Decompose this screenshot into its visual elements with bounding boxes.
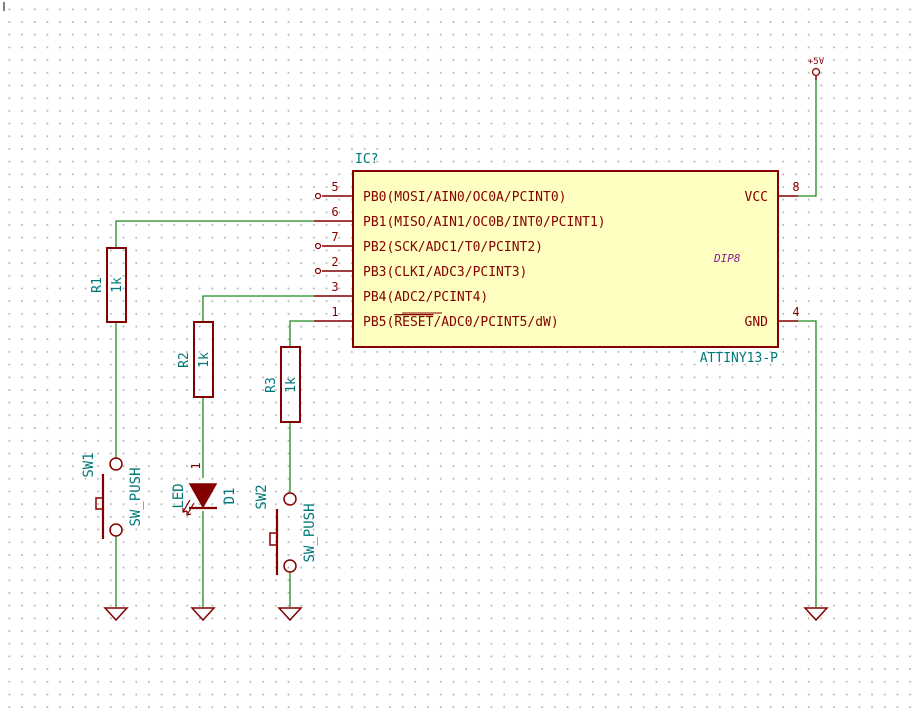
wire-gnd[interactable] xyxy=(798,320,817,607)
ic-pin-name-pb5-suffix: /ADC0/PCINT5/dW) xyxy=(433,315,558,330)
d1-light-ray-1 xyxy=(182,499,191,513)
led-d1[interactable]: 1 LED D1 xyxy=(171,462,238,516)
r3-body xyxy=(280,346,301,423)
sw1-contact-top xyxy=(109,457,123,471)
resistor-r1[interactable]: R1 1k xyxy=(90,247,127,323)
ic-pin-7-unconnected-marker xyxy=(314,242,322,250)
sw2-contact-bottom xyxy=(283,559,297,573)
r1-ref: R1 xyxy=(90,277,105,293)
ic-pin-number: 5 xyxy=(331,180,338,194)
d1-light-arrow-1 xyxy=(182,508,188,513)
ic-pin-5-unconnected-marker xyxy=(314,192,322,200)
ic-pin-name-pb5-reset: RESET xyxy=(394,315,433,330)
switch-sw1[interactable]: SW1 SW_PUSH xyxy=(81,452,144,539)
wire-pb1[interactable] xyxy=(115,220,314,248)
sw2-plunger xyxy=(269,532,277,546)
ic-pin-name-gnd: GND xyxy=(745,315,769,330)
power-5v-label: +5V xyxy=(808,57,825,67)
ground-symbols xyxy=(103,607,829,622)
r3-ref: R3 xyxy=(264,377,279,393)
ic-ref: IC? xyxy=(355,152,378,167)
ground-symbol-sw2[interactable] xyxy=(277,607,303,622)
ic-pin-number: 6 xyxy=(331,205,338,219)
ic-pin-number: 3 xyxy=(331,280,338,294)
ic-pin-name-pb3: PB3(CLKI/ADC3/PCINT3) xyxy=(363,265,527,280)
d1-light-arrow-2 xyxy=(186,511,192,516)
sw1-plunger xyxy=(95,497,103,510)
sw2-contact-top xyxy=(283,492,297,506)
ic-pin-name-vcc: VCC xyxy=(745,190,768,205)
ic-pin-number: 8 xyxy=(792,180,799,194)
r2-body xyxy=(193,321,214,398)
sw1-value: SW_PUSH xyxy=(128,467,144,526)
power-5v-symbol[interactable]: +5V xyxy=(808,57,825,80)
ic-pin-number: 1 xyxy=(331,305,338,319)
r3-value: 1k xyxy=(284,377,299,393)
d1-triangle xyxy=(188,483,218,509)
ic-attiny13[interactable]: IC? ATTINY13-P DIP8 5 6 7 2 3 1 PB0(MOSI… xyxy=(314,152,800,366)
d1-value: LED xyxy=(171,483,187,508)
ground-symbol-sw1[interactable] xyxy=(103,607,129,622)
ic-value: ATTINY13-P xyxy=(700,351,778,366)
resistor-r3[interactable]: R3 1k xyxy=(264,346,301,423)
wire-pb4[interactable] xyxy=(202,295,314,322)
wire-vcc[interactable] xyxy=(798,78,817,197)
wire-pb5[interactable] xyxy=(289,320,314,347)
resistor-r2[interactable]: R2 1k xyxy=(177,321,214,398)
switch-sw2[interactable]: SW2 SW_PUSH xyxy=(254,484,318,575)
sw1-ref: SW1 xyxy=(81,452,97,477)
wires xyxy=(115,78,817,607)
d1-pin-number: 1 xyxy=(189,462,203,469)
sw2-value: SW_PUSH xyxy=(302,503,318,562)
ic-pin-name-pb0: PB0(MOSI/AIN0/OC0A/PCINT0) xyxy=(363,190,567,205)
ic-pin-2-unconnected-marker xyxy=(314,267,322,275)
ic-pin-name-pb1: PB1(MISO/AIN1/OC0B/INT0/PCINT1) xyxy=(363,215,606,230)
ic-pin-name-pb5-prefix: PB5( xyxy=(363,315,394,330)
d1-light-ray-2 xyxy=(186,502,195,516)
ic-pin-number: 2 xyxy=(331,255,338,269)
ic-pin-name-pb5: PB5(RESET/ADC0/PCINT5/dW) xyxy=(363,315,559,330)
sw2-ref: SW2 xyxy=(254,484,270,509)
ground-symbol-d1[interactable] xyxy=(190,607,216,622)
ic-body xyxy=(352,170,779,348)
power-5v-circle xyxy=(811,67,821,77)
r1-body xyxy=(106,247,127,323)
ground-symbol-ic[interactable] xyxy=(803,607,829,622)
r2-value: 1k xyxy=(197,352,212,368)
d1-ref: D1 xyxy=(222,488,238,505)
r2-ref: R2 xyxy=(177,352,192,368)
ic-pin-name-pb2: PB2(SCK/ADC1/T0/PCINT2) xyxy=(363,240,543,255)
ic-footprint: DIP8 xyxy=(713,252,741,265)
ic-pin-number: 7 xyxy=(331,230,338,244)
ic-pin-number: 4 xyxy=(792,305,799,319)
r1-value: 1k xyxy=(110,277,125,293)
ic-pin-name-pb4: PB4(ADC2/PCINT4) xyxy=(363,290,488,305)
sw1-contact-bottom xyxy=(109,523,123,537)
